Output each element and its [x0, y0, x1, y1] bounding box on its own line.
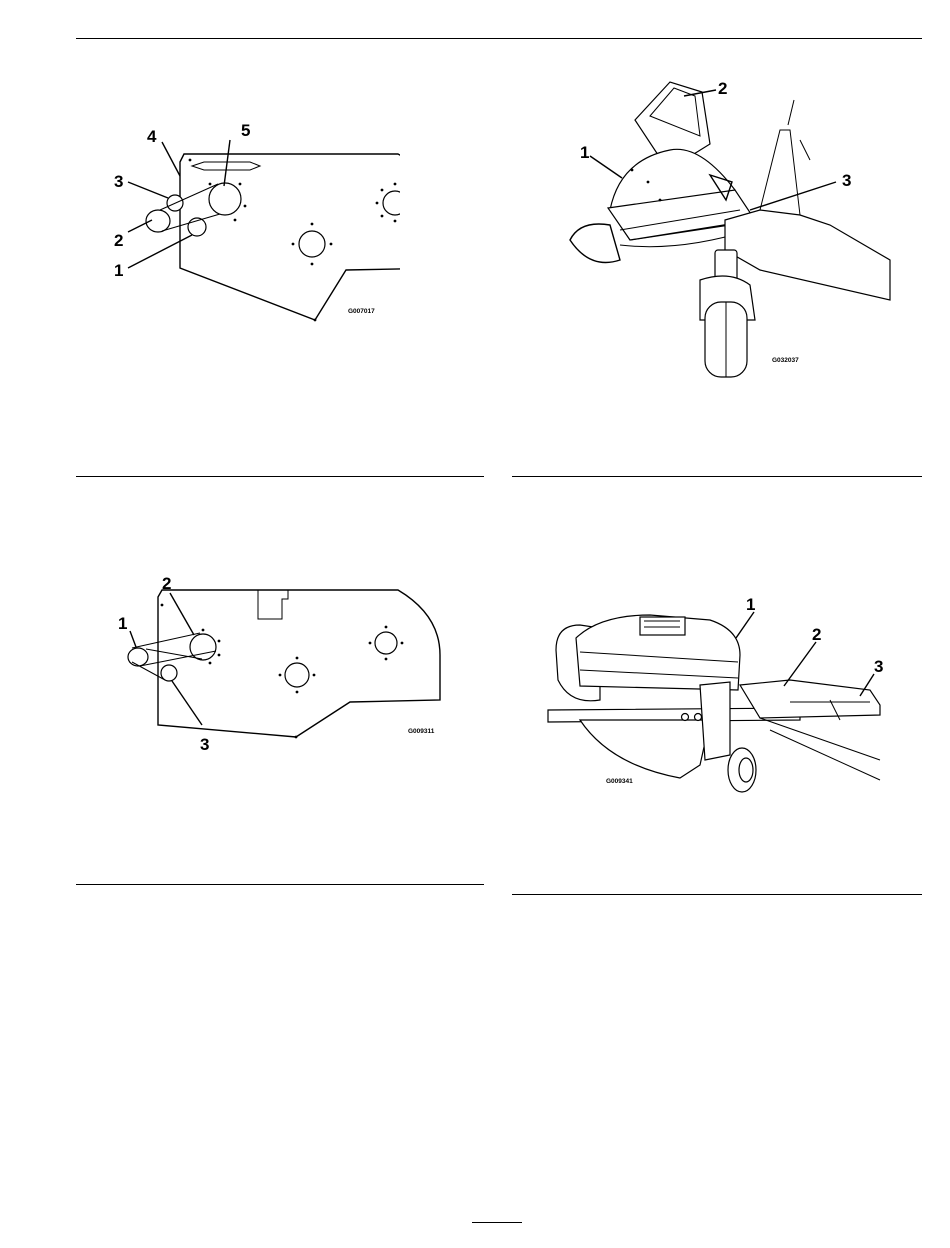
figure-code: G009311 — [408, 728, 435, 735]
callout-3: 3 — [874, 657, 883, 676]
callout-1: 1 — [118, 614, 127, 633]
callout-3: 3 — [200, 735, 209, 754]
callout-5: 5 — [241, 121, 250, 140]
callout-3: 3 — [842, 171, 851, 190]
section-rule-right-2 — [512, 894, 922, 895]
figure-code: G009341 — [606, 778, 633, 785]
figure-code: G007017 — [348, 308, 375, 315]
figure-deck-pulleys-five: 5 4 3 2 1 G007017 — [100, 110, 400, 330]
callout-1: 1 — [580, 143, 589, 162]
callout-2: 2 — [812, 625, 821, 644]
callout-2: 2 — [114, 231, 123, 250]
callout-4: 4 — [147, 127, 157, 146]
callout-2: 2 — [718, 79, 727, 98]
figure-code: G032037 — [772, 357, 799, 364]
figure-discharge-chute: 1 2 3 G032037 — [560, 70, 900, 390]
figure-deck-pulleys-three: 2 1 3 G009311 — [110, 575, 450, 760]
section-rule-left-2 — [76, 884, 484, 885]
section-rule-left-1 — [76, 476, 484, 477]
callout-3: 3 — [114, 172, 123, 191]
section-rule-right-1 — [512, 476, 922, 477]
page-number-rule — [472, 1222, 522, 1224]
header-rule — [76, 38, 922, 39]
callout-1: 1 — [746, 595, 755, 614]
callout-2: 2 — [162, 575, 171, 593]
callout-1: 1 — [114, 261, 123, 280]
figure-side-view: 1 2 3 G009341 — [540, 590, 900, 800]
